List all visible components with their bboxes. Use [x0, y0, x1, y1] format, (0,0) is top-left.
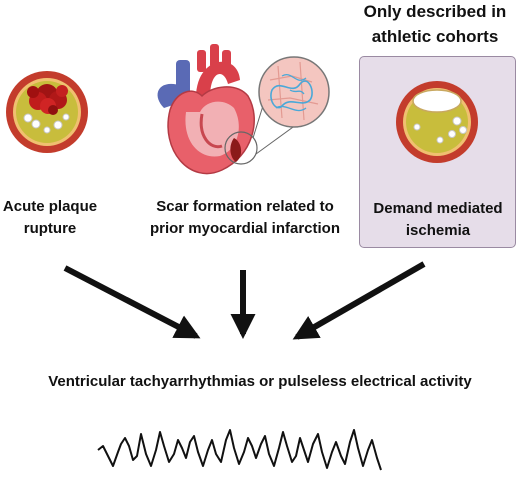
cause-label-plaque-rupture: Acute plaque rupture	[0, 196, 102, 240]
outcome-label: Ventricular tachyarrhythmias or pulseles…	[48, 373, 472, 390]
cause-3-line-1: Demand mediated	[373, 200, 503, 217]
cause-2-line-2: prior myocardial infarction	[149, 220, 341, 237]
cause-label-scar-formation: Scar formation related to prior myocardi…	[135, 196, 355, 240]
cause-1-line-2: rupture	[23, 220, 77, 237]
arrow-from-demand-ischemia	[292, 261, 426, 340]
arrow-from-plaque-rupture	[63, 265, 201, 339]
cause-2-line-1: Scar formation related to	[156, 198, 334, 215]
heading-line-2: athletic cohorts	[371, 27, 499, 46]
cause-label-demand-ischemia: Demand mediated ischemia	[362, 198, 514, 242]
cause-3-line-2: ischemia	[405, 222, 471, 239]
heading-line-1: Only described in	[363, 2, 507, 21]
cause-1-line-1: Acute plaque	[2, 198, 98, 215]
athletic-cohorts-heading: Only described in athletic cohorts	[340, 0, 520, 49]
